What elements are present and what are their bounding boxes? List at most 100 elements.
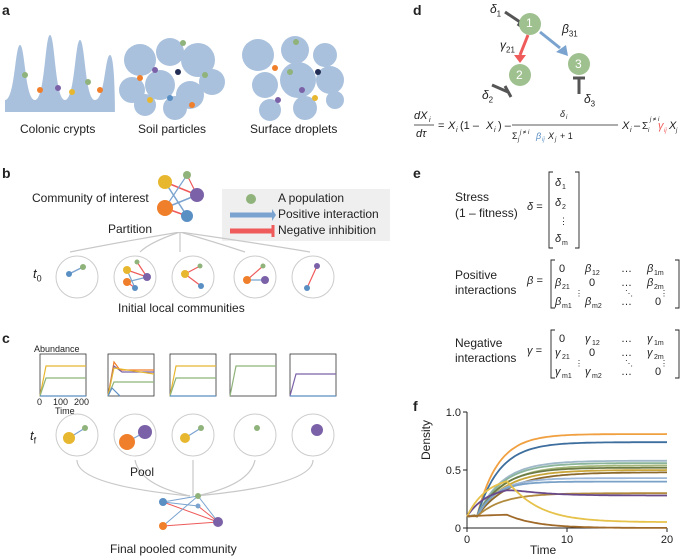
svg-text:dX: dX [414, 110, 428, 122]
svg-text:…: … [621, 263, 632, 275]
svg-text:…: … [621, 333, 632, 345]
tick-0: 0 [37, 397, 43, 407]
svg-text:i: i [494, 127, 496, 134]
svg-text:X: X [547, 131, 555, 141]
svg-text:β: β [646, 263, 654, 275]
svg-text:i: i [648, 128, 650, 134]
gamma21-symbol: γ [500, 38, 506, 52]
svg-text:2: 2 [562, 204, 566, 211]
svg-text:j ≠ i: j ≠ i [519, 130, 530, 136]
svg-text:γ: γ [555, 347, 562, 359]
svg-text:21: 21 [562, 354, 570, 361]
legend-population: A population [278, 191, 345, 205]
y-tick-label: 0.5 [446, 465, 461, 477]
svg-text:γ: γ [585, 366, 592, 378]
svg-text:m2: m2 [592, 303, 602, 310]
node-3-label: 3 [575, 57, 582, 71]
series-line-5 [466, 466, 667, 518]
svg-text:Σ: Σ [512, 131, 518, 141]
svg-text:m1: m1 [562, 303, 572, 310]
svg-text:1: 1 [562, 184, 566, 191]
svg-text:δ: δ [555, 197, 562, 209]
svg-text:δ: δ [555, 233, 562, 245]
svg-text:γ: γ [555, 366, 562, 378]
svg-text:β: β [584, 296, 592, 308]
svg-text:⋱: ⋱ [625, 359, 633, 368]
svg-text:γ: γ [658, 120, 665, 132]
initial-communities [55, 255, 335, 299]
series-line-13 [466, 513, 667, 529]
svg-text:…: … [621, 277, 632, 289]
svg-text:dτ: dτ [416, 128, 427, 140]
svg-text:2m: 2m [654, 354, 664, 361]
y-tick-label: 0 [455, 523, 461, 535]
panel-label-d: d [413, 2, 422, 18]
tf-subscript: f [33, 435, 37, 446]
delta3-sub: 3 [590, 99, 596, 109]
svg-text:12: 12 [592, 340, 600, 347]
svg-text:γ =: γ = [527, 345, 543, 357]
label-surface-droplets: Surface droplets [250, 122, 338, 136]
svg-text:1m: 1m [654, 270, 664, 277]
pool-arrows [76, 460, 314, 497]
svg-text:(1 –: (1 – [460, 120, 480, 132]
legend-box: A population Positive interaction Negati… [222, 189, 390, 241]
svg-text:γ: γ [647, 347, 654, 359]
positive-label-1: Positive [455, 268, 498, 282]
svg-text:δ =: δ = [527, 201, 543, 213]
series-line-1 [466, 441, 667, 518]
time-label-small: Time [55, 406, 75, 416]
initial-communities-label: Initial local communities [118, 301, 245, 315]
chart-xlabel: Time [530, 543, 557, 557]
svg-text:…: … [621, 296, 632, 308]
svg-text:β: β [554, 296, 562, 308]
svg-text:12: 12 [592, 270, 600, 277]
svg-text:i: i [456, 127, 458, 134]
svg-text:⋮: ⋮ [559, 216, 568, 226]
svg-text:β: β [554, 277, 562, 289]
series-line-8 [466, 477, 667, 518]
community-network [157, 171, 204, 222]
svg-text:β: β [646, 277, 654, 289]
svg-text:Σ: Σ [642, 121, 648, 132]
legend-negative: Negative inhibition [278, 223, 377, 237]
svg-text:m: m [562, 240, 568, 247]
series-line-11 [466, 489, 667, 517]
soil-particles [119, 38, 225, 120]
series-line-0 [466, 433, 668, 518]
svg-text:X: X [485, 120, 494, 132]
t0-label: t [33, 266, 37, 281]
svg-text:0: 0 [589, 347, 595, 359]
svg-text:2m: 2m [654, 284, 664, 291]
svg-text:0: 0 [559, 333, 565, 345]
final-pooled-label: Final pooled community [110, 542, 237, 556]
svg-text:β: β [584, 263, 592, 275]
svg-text:⋮: ⋮ [575, 359, 583, 368]
chart-ylabel: Density [419, 419, 433, 460]
tick-100: 100 [53, 397, 69, 407]
delta1-symbol: δ [490, 2, 497, 16]
legend-population-icon [246, 194, 256, 204]
abundance-mini-plots [39, 353, 337, 397]
svg-text:) –: ) – [498, 120, 512, 132]
node-1-label: 1 [526, 16, 533, 30]
colonic-crypts-shape [5, 35, 115, 112]
svg-text:21: 21 [562, 284, 570, 291]
positive-label-2: interactions [455, 283, 517, 297]
stress-label: Stress [455, 190, 490, 204]
svg-text:γ: γ [585, 333, 592, 345]
svg-text:ij: ij [664, 128, 667, 134]
svg-text:j: j [554, 137, 557, 143]
beta31-symbol: β [562, 22, 569, 36]
abundance-label: Abundance [34, 344, 80, 354]
svg-text:0: 0 [655, 366, 661, 378]
tf-label: t [30, 428, 34, 443]
x-tick-label: 20 [661, 534, 673, 546]
svg-text:+ 1: + 1 [560, 131, 573, 141]
negative-label-2: interactions [455, 351, 517, 365]
beta31-sub: 31 [568, 29, 578, 39]
svg-text:m2: m2 [592, 373, 602, 380]
